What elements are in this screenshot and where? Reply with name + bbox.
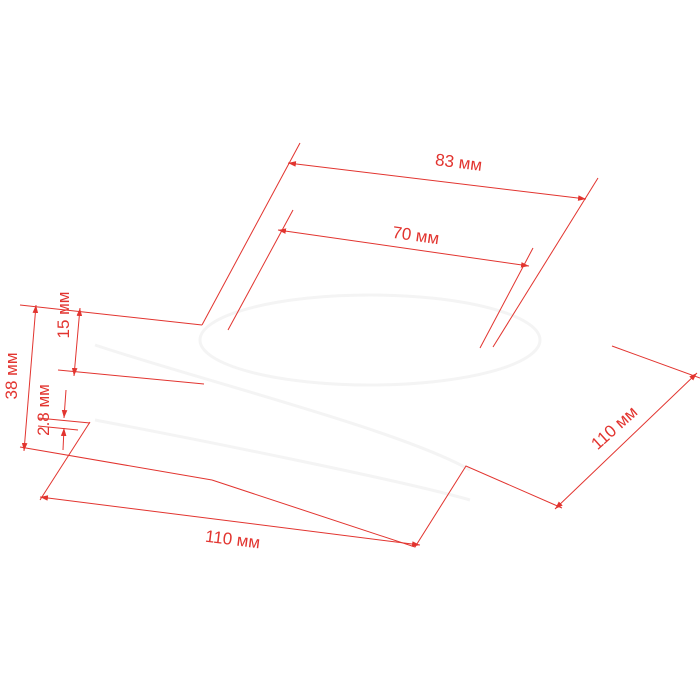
- label-outer-width: 83 мм: [434, 150, 483, 175]
- dim-depth-right: 110 мм: [211, 345, 700, 548]
- product-silhouette: [94, 293, 542, 502]
- ext-line-inner-left: [227, 209, 294, 331]
- dim-line-thickness-top: [61, 389, 68, 419]
- label-height-total: 38 мм: [2, 352, 21, 399]
- ext-line-mid-edge: [57, 369, 205, 385]
- ext-line-top-edge: [19, 304, 203, 326]
- dim-line-depth-right: [554, 372, 698, 510]
- label-depth-right: 110 мм: [587, 402, 641, 453]
- dim-line-thickness-bottom: [60, 427, 67, 451]
- dim-line-inner-width: [277, 228, 530, 268]
- dim-line-height-total: [21, 304, 39, 452]
- label-height-top: 15 мм: [54, 291, 73, 338]
- label-thickness: 2.8 мм: [34, 384, 53, 436]
- ext-line-thick-top: [37, 417, 91, 424]
- ext-line-outer-right: [492, 177, 599, 348]
- dim-line-length-bottom: [39, 495, 421, 547]
- ext-line-outer-left: [201, 142, 301, 326]
- ext-line-length-left: [39, 421, 91, 501]
- ext-line-depth-top: [611, 345, 700, 379]
- dim-inner-width: 70 мм: [227, 209, 534, 349]
- label-length-bottom: 110 мм: [204, 527, 261, 553]
- dim-outer-width: 83 мм: [201, 142, 599, 348]
- label-inner-width: 70 мм: [391, 223, 440, 248]
- ext-line-bottom-edge: [19, 446, 213, 481]
- dim-line-outer-width: [287, 161, 587, 201]
- ext-line-thick-bottom: [37, 425, 79, 431]
- dim-line-height-top: [71, 307, 83, 377]
- dim-length-bottom: 110 мм: [39, 421, 421, 553]
- dim-heights: 38 мм 15 мм 2.8 мм: [2, 291, 213, 481]
